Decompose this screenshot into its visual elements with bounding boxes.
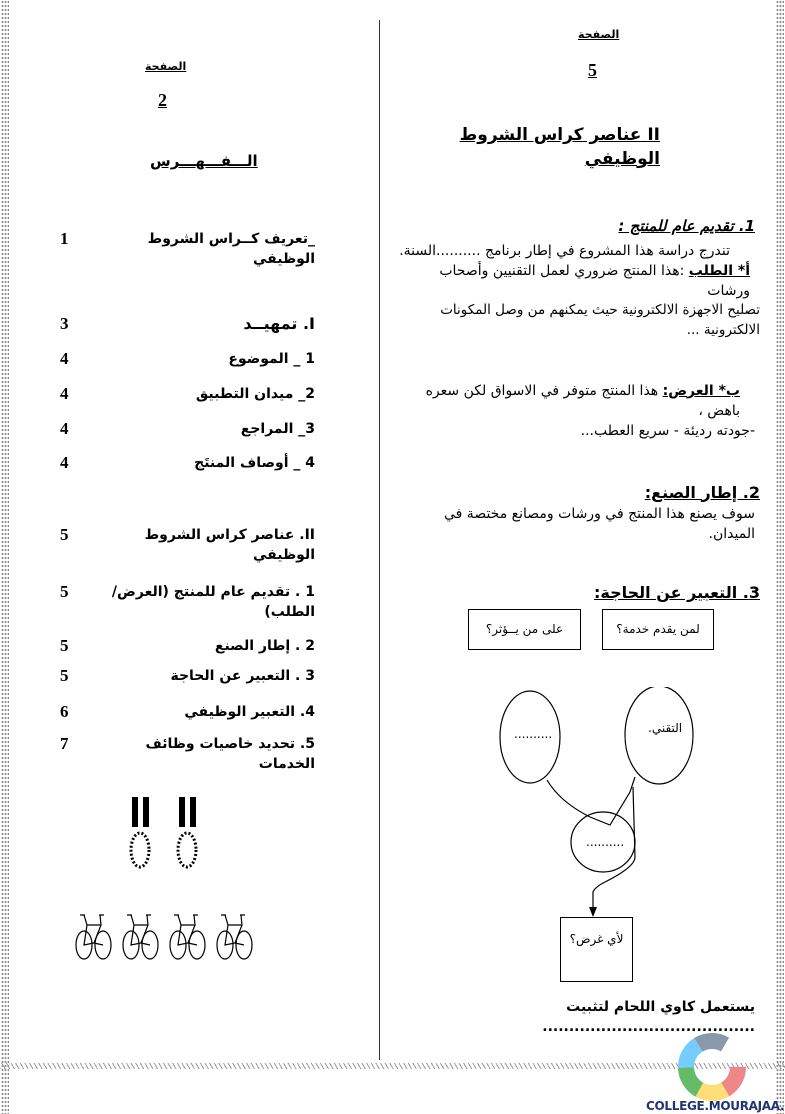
toc-page: 3 [60, 314, 69, 333]
toc-row: I. تمهيــد 3 [60, 314, 315, 334]
toc-page: 7 [60, 734, 69, 753]
circle-matter-label: .......... [514, 726, 553, 741]
toc-row: 2 . إطار الصنع 5 [60, 636, 315, 656]
toc-page: 4 [60, 384, 69, 403]
toc-row: _تعريف كــراس الشروط الوظيفي 1 [60, 229, 315, 269]
toc-page: 4 [60, 349, 69, 368]
toc-row: 1 . تقديم عام للمنتج (العرض/الطلب) 5 [60, 582, 315, 622]
circle-matter [499, 690, 561, 784]
needs-diagram: لمن يقدم خدمة؟ على من يــؤثر؟ التقني. ..… [395, 608, 760, 989]
toc-page: 5 [60, 525, 69, 544]
s1-line1: تندرج دراسة هذا المشروع في إطار برنامج .… [399, 242, 730, 259]
medal-icon [129, 797, 151, 869]
decorative-border-right [776, 0, 784, 1114]
section-title: II عناصر كراس الشروط الوظيفي [459, 125, 660, 169]
bicycle-icon [75, 914, 112, 960]
right-page-label: الصفحة [578, 28, 620, 41]
toc-row: 2_ ميدان التطبيق 4 [60, 384, 315, 404]
footer-sentence: يستعمل كاوي اللحام لتثبيت ..............… [542, 998, 755, 1036]
decorative-border-left [1, 0, 9, 1114]
toc-list: _تعريف كــراس الشروط الوظيفي 1 I. تمهيــد… [60, 229, 315, 774]
toc-page: 5 [60, 636, 69, 655]
offer-label: ب* العرض: [662, 382, 740, 399]
s2-text: سوف يصنع هذا المنتج في ورشات ومصانع مختص… [444, 505, 755, 543]
box-who-serves: لمن يقدم خدمة؟ [602, 608, 714, 650]
page-divider [379, 20, 380, 1060]
s1-line3: تصليح الاجهزة الالكترونية حيث يمكنهم من … [440, 302, 760, 339]
toc-row: 1 _ الموضوع 4 [60, 349, 315, 369]
toc-row: 5. تحديد خاصيات وظائف الخدمات 7 [60, 734, 315, 774]
toc-item: I. تمهيــد [243, 314, 315, 333]
toc-item: 4 _ أوصاف المنتَج [194, 455, 315, 471]
bicycle-icons [75, 914, 253, 960]
toc-item: II. عناصر كراس الشروط الوظيفي [144, 527, 315, 563]
circle-product-label: .......... [586, 834, 625, 849]
toc-item: 2_ ميدان التطبيق [195, 386, 315, 402]
s1-title: 1. تقديم عام للمنتج : [618, 216, 755, 235]
logo-ring-icon [678, 1033, 746, 1101]
toc-row: 4 _ أوصاف المنتَج 4 [60, 453, 315, 473]
toc-item: 4. التعبير الوظيفي [184, 704, 315, 720]
toc-page: 5 [60, 582, 69, 601]
offer-text: هذا المنتج متوفر في الاسواق لكن سعره باه… [425, 382, 740, 419]
demand-text: :هذا المنتج ضروري لعمل التقنيين وأصحاب و… [439, 262, 750, 300]
medal-icon [176, 797, 198, 869]
toc-item: 2 . إطار الصنع [214, 638, 315, 654]
left-page-label: الصفحة [145, 60, 187, 73]
s2-title: 2. إطار الصنع: [644, 482, 760, 502]
diagram-connectors [499, 686, 694, 917]
toc-page: 5 [60, 666, 69, 685]
toc-row: 3 . التعبير عن الحاجة 5 [60, 666, 315, 686]
s3-title: 3. التعبير عن الحاجة: [594, 583, 760, 603]
s1-demand: أ* الطلب :هذا المنتج ضروري لعمل التقنيين… [395, 261, 760, 302]
toc-row: 4. التعبير الوظيفي 6 [60, 702, 315, 722]
medal-icons [129, 797, 198, 869]
toc-page: 1 [60, 229, 69, 248]
toc-item: 3 . التعبير عن الحاجة [170, 668, 315, 684]
circle-user-label: التقني. [648, 720, 683, 735]
toc-item: 1 . تقديم عام للمنتج (العرض/الطلب) [111, 584, 315, 620]
toc-row: 3_ المراجع 4 [60, 419, 315, 439]
site-url: COLLEGE.MOURAJAA.COM [646, 1099, 785, 1113]
decorative-border-bottom [0, 1063, 785, 1069]
right-page-number: 5 [588, 60, 597, 80]
box-purpose: لأي غرض؟ [560, 916, 633, 982]
toc-item: 5. تحديد خاصيات وظائف الخدمات [145, 736, 315, 772]
toc-page: 4 [60, 453, 69, 472]
toc-page: 6 [60, 702, 69, 721]
box-acts-on: على من يــؤثر؟ [468, 608, 581, 650]
toc-page: 4 [60, 419, 69, 438]
toc-row: II. عناصر كراس الشروط الوظيفي 5 [60, 525, 315, 565]
toc-item: _تعريف كــراس الشروط الوظيفي [147, 231, 315, 267]
site-logo [672, 1022, 752, 1102]
right-column: II عناصر كراس الشروط الوظيفي 1. تقديم عا… [395, 124, 760, 1037]
toc-item: 1 _ الموضوع [228, 351, 315, 367]
toc-title: الـــفـــهـــرس [150, 152, 258, 170]
s1-offer: ب* العرض: هذا المنتج متوفر في الاسواق لك… [395, 381, 760, 422]
s1-offer-line2: -جودته رديئة - سريع العطب... [580, 423, 755, 440]
toc-item: 3_ المراجع [240, 421, 315, 437]
left-page-number: 2 [158, 90, 167, 110]
circle-user [624, 686, 694, 785]
demand-label: أ* الطلب [688, 262, 750, 279]
